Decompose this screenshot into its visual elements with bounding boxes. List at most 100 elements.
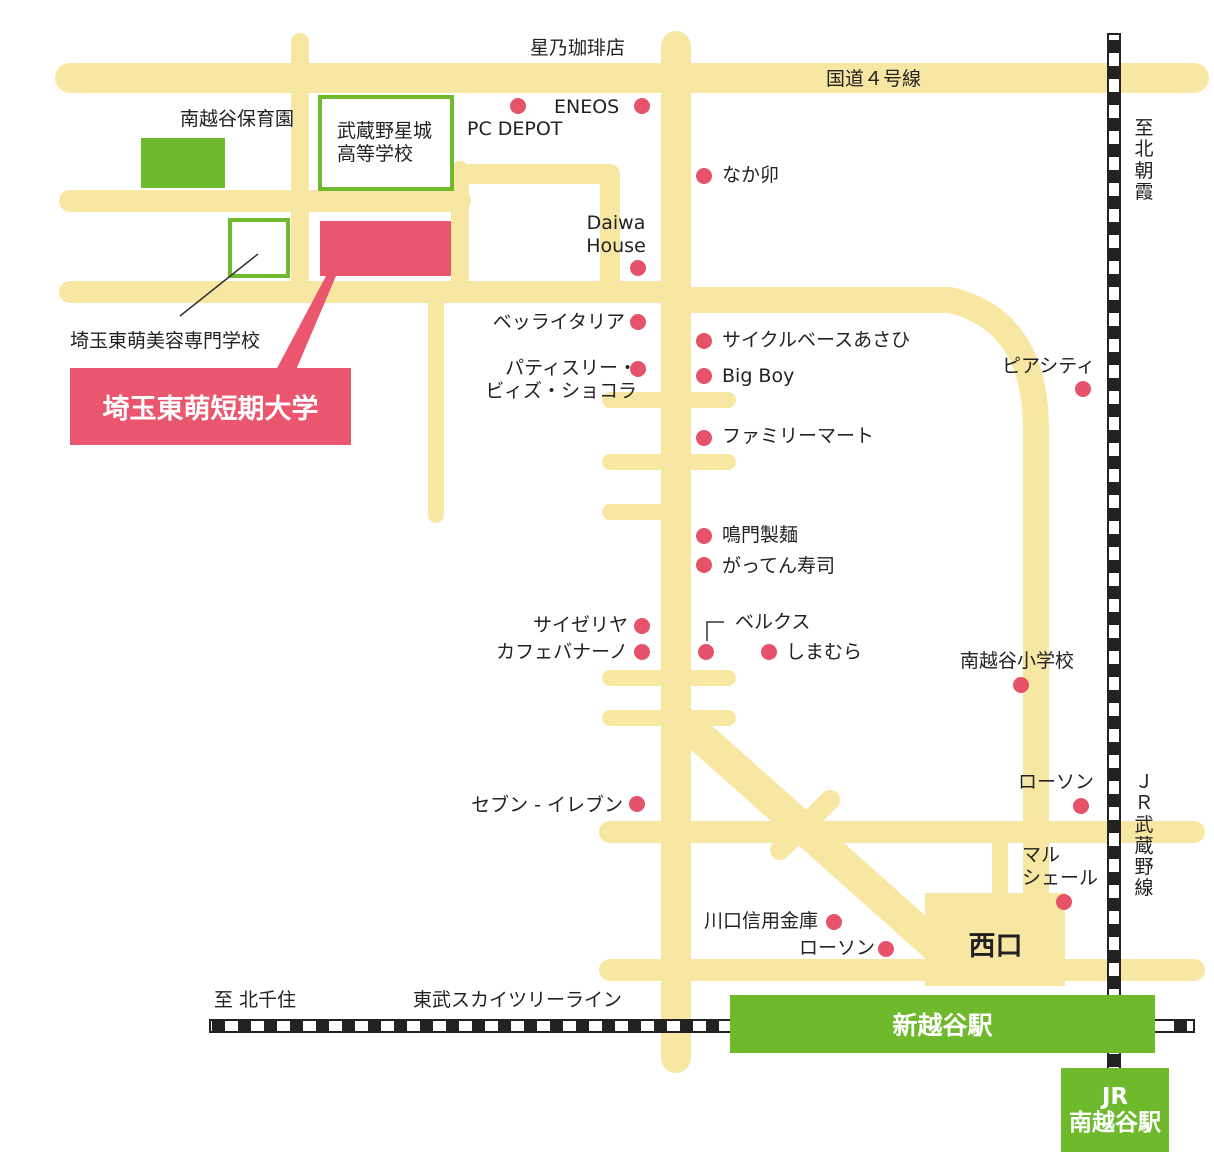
tobu-rail-tie	[680, 1021, 693, 1031]
label-nakau: なか卯	[722, 164, 780, 186]
road-loop-top	[450, 164, 620, 302]
tobu-rail-tie	[212, 1021, 225, 1031]
leader-lines	[179, 253, 724, 641]
university-callout[interactable]: 埼玉東萌短期大学	[70, 368, 351, 445]
saizeriya-marker	[634, 618, 650, 634]
tobu-rail-tie	[550, 1021, 563, 1031]
jr-rail-tie	[1109, 716, 1119, 729]
tobu-rail-tie	[1174, 1021, 1187, 1031]
tobu-rail-tie	[420, 1021, 433, 1031]
tobu-rail-tie	[602, 1021, 615, 1031]
label-tobu-skytree-line: 東武スカイツリーライン	[413, 989, 623, 1011]
jr-musashino-rail	[1107, 33, 1121, 1071]
tobu-rail-tie	[446, 1021, 459, 1031]
label-to-kitaasaka: 至 北朝霞	[1134, 117, 1154, 203]
label-mar-chere: マル シェール	[1022, 844, 1099, 889]
label-jr-musashino-line: ＪＲ武蔵野線	[1134, 771, 1154, 900]
jr-rail-tie	[1109, 196, 1119, 209]
label-pc-depot: PC DEPOT	[467, 118, 563, 140]
lawson-east-marker	[1073, 798, 1089, 814]
label-hoshino-coffee: 星乃珈琲店	[530, 37, 626, 59]
label-lawson-west: ローソン	[798, 937, 875, 959]
jr-rail-tie	[1109, 378, 1119, 391]
label-big-boy: Big Boy	[722, 365, 795, 387]
jr-rail-tie	[1109, 846, 1119, 859]
daiwa-house-marker	[630, 260, 646, 276]
west-exit-plaza-area	[925, 893, 1065, 986]
familymart-marker	[696, 430, 712, 446]
label-bellx: ベルクス	[735, 611, 811, 633]
university-block	[320, 221, 451, 276]
tobu-rail-tie	[706, 1021, 719, 1031]
jr-rail-tie	[1109, 1054, 1119, 1067]
jr-rail-tie	[1109, 508, 1119, 521]
jr-rail-tie	[1109, 92, 1119, 105]
label-patisserie: パティスリー・ ビィズ・ショコラ	[485, 357, 637, 402]
beauty-school-block	[228, 218, 290, 278]
label-shimamura: しまむら	[786, 641, 863, 663]
jr-rail-tie	[1109, 430, 1119, 443]
jr-rail-tie	[1109, 976, 1119, 989]
jr-rail-tie	[1109, 924, 1119, 937]
seven-eleven-marker	[629, 796, 645, 812]
jr-rail-tie	[1109, 300, 1119, 313]
jr-rail-tie	[1109, 768, 1119, 781]
tobu-rail-tie	[264, 1021, 277, 1031]
university-callout-pointer	[276, 276, 336, 370]
label-cafe-banano: カフェバナーノ	[496, 641, 628, 663]
bellx-leader	[706, 621, 724, 641]
roads	[55, 31, 1209, 1073]
label-bella-italia: ベッライタリア	[492, 311, 625, 333]
jr-rail-tie	[1109, 40, 1119, 53]
tobu-rail-tie	[628, 1021, 641, 1031]
jr-rail-tie	[1109, 248, 1119, 261]
jr-rail-tie	[1109, 404, 1119, 417]
jr-rail-tie	[1109, 872, 1119, 885]
nursery-block	[141, 138, 225, 188]
road-curve-east	[675, 287, 1049, 953]
tobu-rail-tie	[368, 1021, 381, 1031]
jr-rail-tie	[1109, 820, 1119, 833]
jr-rail-tie	[1109, 352, 1119, 365]
jr-minamikoshigaya-station[interactable]: JR 南越谷駅	[1061, 1068, 1169, 1152]
label-seven-eleven: セブン - イレブン	[471, 794, 623, 816]
jr-rail-tie	[1109, 742, 1119, 755]
tobu-rail-tie	[290, 1021, 303, 1031]
jr-rail-tie	[1109, 794, 1119, 807]
jr-rail-tie	[1109, 222, 1119, 235]
mar-chere-marker	[1056, 894, 1072, 910]
cafe-banano-marker	[634, 644, 650, 660]
jr-rail-tie	[1109, 560, 1119, 573]
high-school-block	[318, 95, 454, 191]
jr-rail-tie	[1109, 534, 1119, 547]
jr-rail-tie	[1109, 690, 1119, 703]
jr-rail-tie	[1109, 456, 1119, 469]
nakau-marker	[696, 168, 712, 184]
tobu-rail-tie	[576, 1021, 589, 1031]
tobu-rail-tie	[472, 1021, 485, 1031]
bellx-marker	[698, 644, 714, 660]
jr-rail-tie	[1109, 612, 1119, 625]
lawson-west-marker	[878, 941, 894, 957]
shinkoshigaya-station[interactable]: 新越谷駅	[730, 995, 1155, 1053]
jr-rail-tie	[1109, 950, 1119, 963]
big-boy-marker	[696, 368, 712, 384]
jr-rail-tie	[1109, 664, 1119, 677]
label-minamikoshigaya-nursery: 南越谷保育園	[180, 108, 295, 130]
shimamura-marker	[761, 644, 777, 660]
label-familymart: ファミリーマート	[722, 425, 875, 447]
label-daiwa-house: Daiwa House	[586, 212, 646, 257]
label-eneos: ENEOS	[554, 96, 620, 118]
tobu-rail-tie	[524, 1021, 537, 1031]
label-gatten-sushi: がってん寿司	[722, 555, 836, 577]
jr-rail-tie	[1109, 586, 1119, 599]
gatten-marker	[696, 557, 712, 573]
tobu-rail-tie	[394, 1021, 407, 1031]
jr-rail-tie	[1109, 898, 1119, 911]
jr-rail-tie	[1109, 638, 1119, 651]
naruto-marker	[696, 528, 712, 544]
bella-italia-marker	[630, 314, 646, 330]
tobu-rail-tie	[238, 1021, 251, 1031]
tobu-rail-tie	[316, 1021, 329, 1031]
building-blocks	[141, 95, 454, 370]
